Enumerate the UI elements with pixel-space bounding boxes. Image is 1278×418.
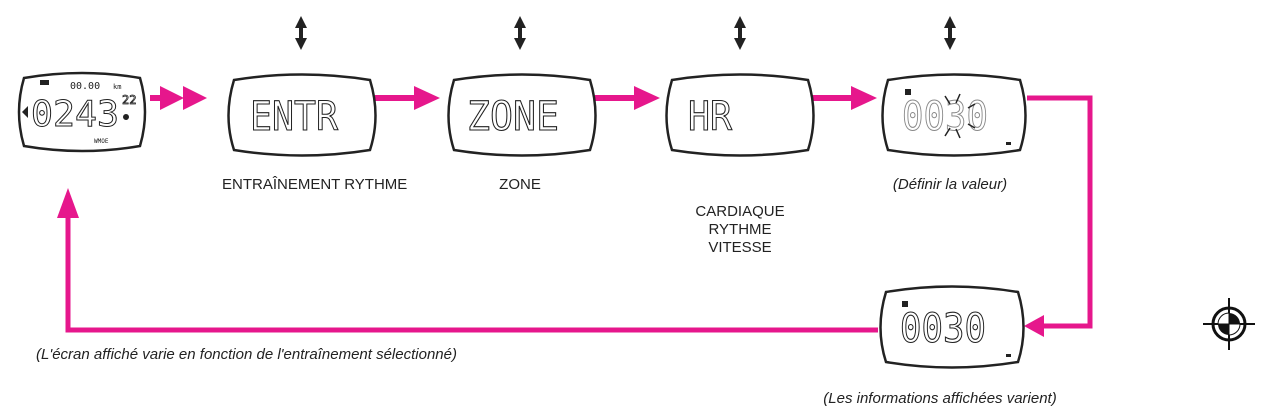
arrow-hr-to-value xyxy=(812,86,877,110)
loop-arrowhead-start xyxy=(57,188,79,218)
info-indicator-icon xyxy=(902,301,908,307)
caption-vitesse: VITESSE xyxy=(708,239,772,256)
caption-zone: ZONE xyxy=(499,176,541,193)
screen-entr: ENTR xyxy=(227,73,377,157)
blink-rays-icon xyxy=(944,93,976,139)
info-unit-icon xyxy=(1006,354,1011,357)
caption-entrainement-rythme: ENTRAÎNEMENT RYTHME xyxy=(222,176,408,193)
loop-path xyxy=(57,95,1093,337)
up-down-arrow-icon xyxy=(944,16,956,50)
caption-cardiaque: CARDIAQUE xyxy=(695,203,785,220)
screen-entr-display: ENTR xyxy=(250,94,339,140)
arrow-zone-to-hr xyxy=(595,86,660,110)
screen-hr-display: HR xyxy=(688,94,733,140)
caption-informations-varient: (Les informations affichées varient) xyxy=(823,390,1057,407)
caption-ecran-affiche-varie: (L'écran affiché varie en fonction de l'… xyxy=(36,346,457,363)
signal-icon xyxy=(40,80,49,85)
loop-info-to-start xyxy=(65,215,878,333)
caption-definir-valeur: (Définir la valeur) xyxy=(892,176,1008,193)
screen-info-display: 0030 xyxy=(900,306,986,352)
screen-value-display: 0030 xyxy=(902,94,988,140)
screen-zone: ZONE xyxy=(447,73,597,157)
crosshair-registration-icon xyxy=(1203,298,1255,350)
flow-arrows xyxy=(150,86,877,110)
heart-icon xyxy=(123,114,129,120)
up-down-arrow-icon xyxy=(514,16,526,50)
start-indicator-icon xyxy=(22,106,28,118)
loop-arrowhead-info xyxy=(1024,315,1044,337)
start-small-digits: 22 xyxy=(122,93,136,107)
double-arrow-start-to-entr xyxy=(150,86,207,110)
loop-value-to-info xyxy=(1027,95,1093,329)
screen-info: 0030 xyxy=(879,285,1025,369)
screen-start: 00.00 km 0243 22 WMOE xyxy=(17,71,147,153)
start-bottom-label: WMOE xyxy=(94,138,109,145)
start-top-unit: km xyxy=(113,83,121,91)
value-indicator-icon xyxy=(905,89,911,95)
start-top-digits: 00.00 xyxy=(70,81,100,92)
screen-value: 0030 xyxy=(881,73,1027,157)
value-unit-icon xyxy=(1006,142,1011,145)
up-down-arrow-icon xyxy=(295,16,307,50)
arrow-entr-to-zone xyxy=(375,86,440,110)
screen-zone-display: ZONE xyxy=(467,94,559,140)
caption-rythme: RYTHME xyxy=(708,221,772,238)
up-down-arrow-icon xyxy=(734,16,746,50)
screen-hr: HR xyxy=(665,73,815,157)
start-main-digits: 0243 xyxy=(31,94,119,135)
